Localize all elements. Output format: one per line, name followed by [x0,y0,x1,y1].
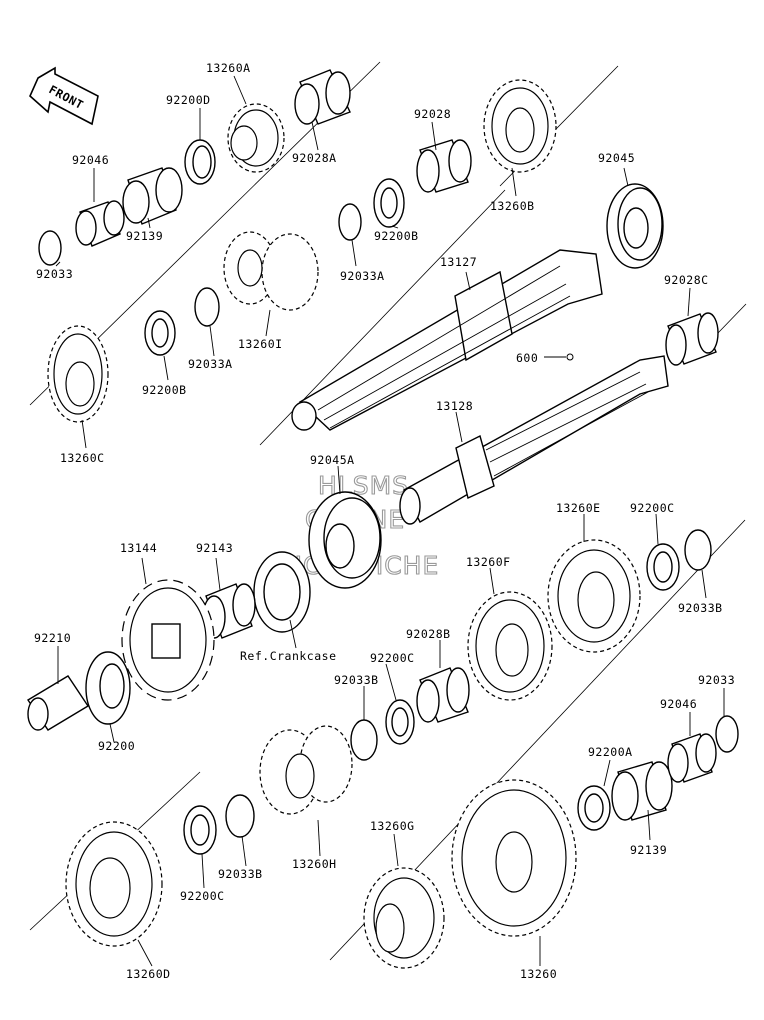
label-600[interactable]: 600 [516,351,538,365]
gear-13260C [47,325,109,423]
collar-92139-top [122,167,183,225]
label-92028B[interactable]: 92028B [406,627,451,641]
ball-bearing-92045 [606,183,664,269]
label-92200B-left[interactable]: 92200B [142,383,187,397]
bushing-92028C [665,312,719,366]
circlip-92033A-left [194,287,220,327]
label-92028[interactable]: 92028 [414,107,451,121]
label-13260F[interactable]: 13260F [466,555,511,569]
part-labels: 13260A 92200D 92028A 92028 92046 92139 9… [34,61,735,981]
label-92033B-mid[interactable]: 92033B [334,673,379,687]
label-92200C-right[interactable]: 92200C [630,501,675,515]
label-92045A[interactable]: 92045A [310,453,355,467]
label-92028C[interactable]: 92028C [664,273,709,287]
oil-point-marker [566,353,574,361]
gear-13260A [227,103,285,173]
washer-92200B-left [144,310,176,356]
nut-92210 [27,675,89,731]
washer-92200C-right [646,543,680,591]
label-92200D[interactable]: 92200D [166,93,211,107]
leader-lines [55,75,725,967]
label-13260I[interactable]: 13260I [238,337,283,351]
bearing-92028B [416,667,470,723]
circlip-92033B-mid [350,719,378,761]
gear-13260G [363,867,445,969]
label-13260B[interactable]: 13260B [490,199,535,213]
gear-13260D [65,821,163,947]
circlip-92033-top [38,230,62,266]
label-13260C[interactable]: 13260C [60,451,105,465]
label-92200[interactable]: 92200 [98,739,135,753]
label-92033A-mid[interactable]: 92033A [340,269,385,283]
label-13260[interactable]: 13260 [520,967,557,981]
label-92033B-right[interactable]: 92033B [678,601,723,615]
bushing-92028 [416,139,472,193]
label-92046-top[interactable]: 92046 [72,153,109,167]
label-92139-top[interactable]: 92139 [126,229,163,243]
circlip-92033B-low [225,794,255,838]
label-92033-top[interactable]: 92033 [36,267,73,281]
washer-92200B-mid [373,178,405,228]
shaft-13128 [399,355,669,525]
gear-13260E [547,539,641,653]
shaft-13127 [291,249,603,431]
gear-13260 [451,779,577,937]
label-13260E[interactable]: 13260E [556,501,601,515]
bearing-92028A [294,69,351,125]
ball-bearing-92045A [308,491,382,589]
label-13260G[interactable]: 13260G [370,819,415,833]
label-13260D[interactable]: 13260D [126,967,171,981]
gear-13260H [259,725,353,815]
label-92033A-left[interactable]: 92033A [188,357,233,371]
oil-seal-ref-crankcase [253,551,311,633]
washer-92200A [577,785,611,831]
label-92139-right[interactable]: 92139 [630,843,667,857]
label-13144[interactable]: 13144 [120,541,157,555]
circlip-92033-right [715,715,739,753]
label-ref-crankcase[interactable]: Ref.Crankcase [240,649,337,663]
label-13128[interactable]: 13128 [436,399,473,413]
sprocket-13144 [121,579,215,701]
gear-13260I [223,231,319,311]
label-92033-right[interactable]: 92033 [698,673,735,687]
label-92200B-mid[interactable]: 92200B [374,229,419,243]
label-92033B-low[interactable]: 92033B [218,867,263,881]
label-92045[interactable]: 92045 [598,151,635,165]
label-92143[interactable]: 92143 [196,541,233,555]
label-92028A[interactable]: 92028A [292,151,337,165]
washer-92200C-low [183,805,217,855]
label-92210[interactable]: 92210 [34,631,71,645]
front-arrow-icon: FRONT [29,66,99,126]
label-92200C-mid[interactable]: 92200C [370,651,415,665]
washer-92200D [184,139,216,185]
label-13260H[interactable]: 13260H [292,857,337,871]
label-92046-right[interactable]: 92046 [660,697,697,711]
label-13260A[interactable]: 13260A [206,61,251,75]
label-92200A[interactable]: 92200A [588,745,633,759]
circlip-92033B-right [684,529,712,571]
collar-92139-right [611,761,673,821]
gear-13260B [483,79,557,173]
label-92200C-low[interactable]: 92200C [180,889,225,903]
circlip-92033A-mid [338,203,362,241]
needle-bearing-92046-top [75,200,125,247]
gear-13260F [467,591,553,701]
label-13127[interactable]: 13127 [440,255,477,269]
washer-92200C-mid [385,699,415,745]
needle-bearing-92046-right [667,733,717,783]
washer-92200 [85,651,131,725]
